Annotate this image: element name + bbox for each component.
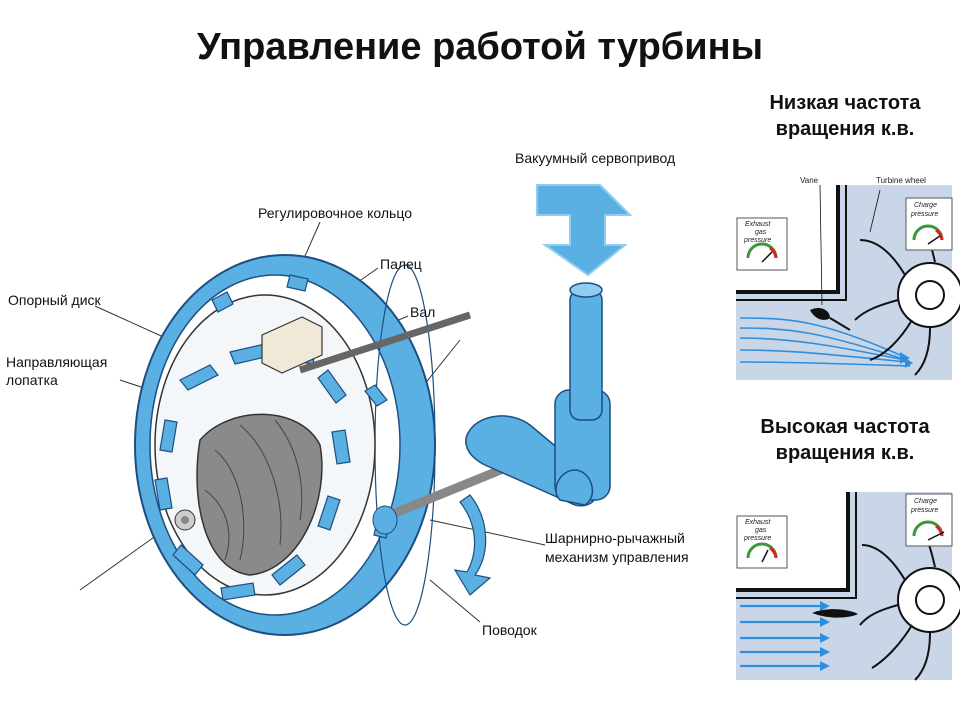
vacuum-actuator-arrow	[536, 184, 633, 277]
slide-title: Управление работой турбины	[196, 26, 764, 68]
high-charge-l2: pressure	[910, 507, 938, 514]
high-exhaust-l2: gas	[755, 527, 767, 534]
label-linkage-line2: механизм управления	[545, 549, 689, 565]
low-speed-heading-line1: Низкая частота	[769, 92, 921, 114]
low-charge-l1: Charge	[914, 202, 937, 209]
high-speed-heading-line2: вращения к.в.	[775, 442, 915, 464]
label-guide-vane-line1: Направляющая	[6, 354, 108, 370]
linkage-mechanism	[465, 282, 611, 507]
high-speed-panel	[736, 492, 960, 681]
label-support-disc: Опорный диск	[8, 292, 101, 308]
low-speed-heading: Низкая частота вращения к.в.	[730, 90, 960, 142]
high-exhaust-l3: pressure	[743, 535, 771, 542]
rotation-arrow	[453, 494, 492, 596]
label-shaft: Вал	[410, 304, 436, 320]
label-pin: Палец	[380, 256, 422, 272]
high-speed-heading: Высокая частота вращения к.в.	[730, 414, 960, 466]
low-speed-heading-line2: вращения к.в.	[775, 118, 915, 140]
vane-label: Vane	[800, 176, 819, 185]
label-vacuum-actuator: Вакуумный сервопривод	[515, 150, 676, 166]
label-linkage-line1: Шарнирно-рычажный	[545, 530, 685, 546]
guide-vanes	[154, 274, 391, 601]
low-exhaust-l1: Exhaust	[745, 221, 771, 228]
low-charge-l2: pressure	[910, 211, 938, 218]
label-guide-vane-line2: лопатка	[6, 372, 58, 388]
low-speed-panel	[736, 184, 960, 380]
turbine-wheel-label: Turbine wheel	[876, 176, 926, 185]
turbine-wheel	[174, 413, 323, 576]
high-charge-l1: Charge	[914, 498, 937, 505]
low-exhaust-l2: gas	[755, 229, 767, 236]
label-adjusting-ring: Регулировочное кольцо	[258, 205, 412, 221]
low-exhaust-l3: pressure	[743, 237, 771, 244]
label-lever: Поводок	[482, 622, 537, 638]
high-speed-heading-line1: Высокая частота	[760, 416, 930, 438]
pin-block	[261, 316, 323, 374]
high-exhaust-l1: Exhaust	[745, 519, 771, 526]
